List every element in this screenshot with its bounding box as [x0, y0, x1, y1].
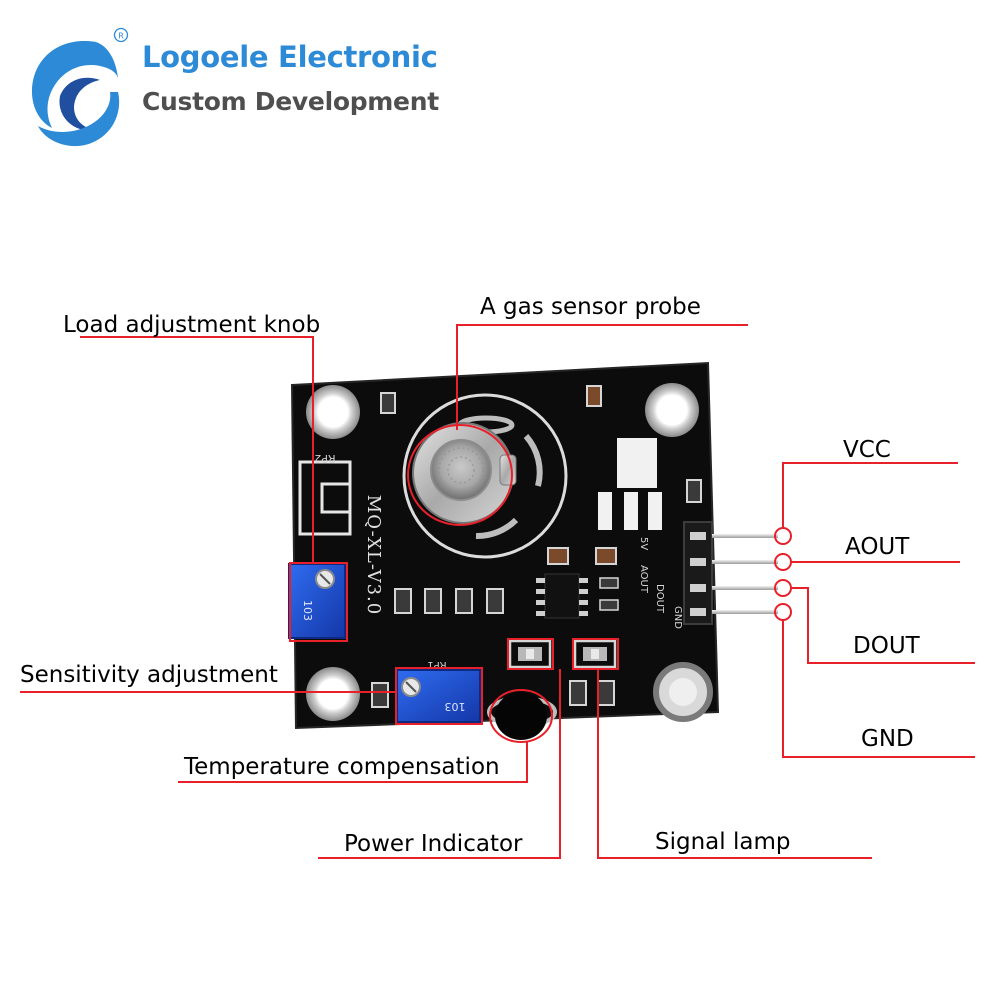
- dout-leader: [791, 587, 975, 664]
- silkscreen-model: MQ-XL-V3.0: [363, 495, 384, 615]
- callout-markers: [289, 424, 792, 743]
- voltage-regulator: [617, 438, 657, 488]
- pot-ref-label: RP1: [427, 659, 446, 670]
- pin-header: [683, 521, 778, 625]
- gnd-leader: [782, 620, 975, 758]
- power-indicator-label: Power Indicator: [344, 831, 523, 857]
- power-led-marker: [507, 638, 554, 670]
- pin-label-5v: 5V: [638, 537, 649, 550]
- leader-lines: [20, 324, 975, 859]
- power-indicator-leader: [318, 669, 561, 859]
- thermistor-marker: [489, 689, 553, 743]
- pin-label-aout: AOUT: [638, 565, 649, 594]
- registered-mark: R: [118, 32, 124, 41]
- load-knob-leader: [80, 336, 314, 563]
- logo-swirl-bottom: [38, 92, 120, 147]
- mounting-hole: [306, 385, 360, 439]
- pin-label-dout: DOUT: [654, 584, 665, 614]
- smd-components: [371, 385, 702, 708]
- signal-lamp-leader: [597, 669, 872, 859]
- dout-label: DOUT: [853, 633, 920, 659]
- vcc-label: VCC: [843, 437, 891, 463]
- registered-mark-icon: [113, 27, 129, 43]
- signal-led-marker: [572, 638, 619, 670]
- pot-marking: 103: [301, 600, 314, 621]
- brand-logo: R: [32, 27, 129, 147]
- temperature-leader: [178, 742, 528, 783]
- thermistor: [487, 692, 557, 740]
- mounting-hole: [306, 667, 360, 721]
- gnd-label: GND: [861, 726, 914, 752]
- sensor-module: RP2 MQ-XL-V3.0: [288, 361, 778, 740]
- logo-swirl-top: [32, 41, 118, 128]
- comparator-ic: [536, 573, 619, 619]
- signal-led: [573, 639, 617, 669]
- gas-sensor-probe: [412, 422, 517, 524]
- pot-ref-label: RP2: [314, 452, 335, 465]
- sensitivity-label: Sensitivity adjustment: [20, 662, 278, 688]
- pot-marking: 103: [445, 700, 466, 713]
- gas-probe-label: A gas sensor probe: [480, 294, 701, 320]
- pin-label-gnd: GND: [672, 606, 683, 629]
- mounting-hole: [645, 383, 699, 437]
- sensitivity-marker: [395, 667, 483, 725]
- signal-lamp-label: Signal lamp: [655, 829, 791, 855]
- brand-name: Logoele Electronic: [142, 40, 438, 74]
- sensitivity-potentiometer: RP1 103: [396, 659, 481, 723]
- load-adjustment-potentiometer: 103: [288, 563, 346, 639]
- load-knob-label: Load adjustment knob: [63, 312, 321, 338]
- temperature-label: Temperature compensation: [184, 754, 500, 780]
- aout-label: AOUT: [845, 534, 910, 560]
- brand-tagline: Custom Development: [142, 87, 439, 116]
- logo-swirl-mid: [59, 77, 100, 131]
- probe-marker: [407, 424, 513, 526]
- load-knob-marker: [289, 562, 348, 642]
- probe-leader: [456, 324, 748, 430]
- power-led: [508, 639, 552, 669]
- vcc-leader: [782, 462, 958, 528]
